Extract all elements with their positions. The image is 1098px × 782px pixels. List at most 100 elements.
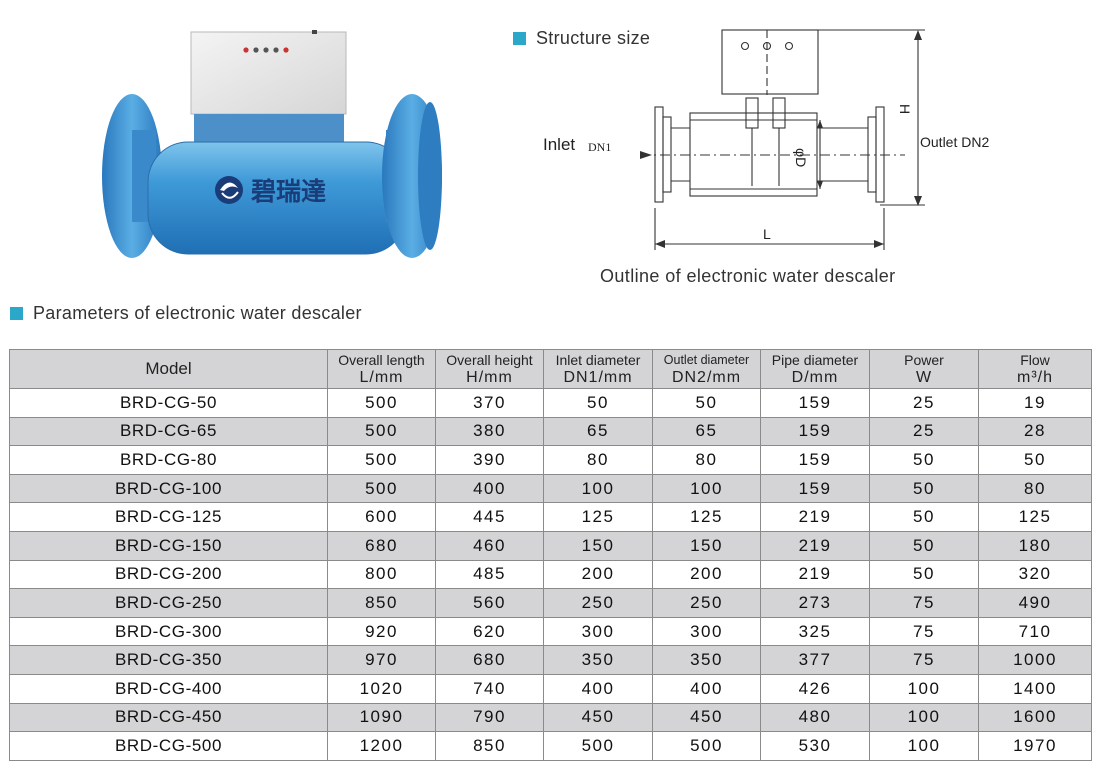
- outlet-label: Outlet DN2: [920, 134, 989, 150]
- product-image: 碧瑞達: [102, 30, 442, 258]
- cell-power: 100: [869, 702, 979, 733]
- cell-pipe: 377: [760, 645, 870, 675]
- cell-pipe: 530: [760, 731, 870, 761]
- cell-flow: 1600: [978, 702, 1092, 733]
- cell-pipe: 219: [760, 559, 870, 590]
- inlet-label: Inlet: [543, 135, 575, 154]
- cell-inlet: 450: [543, 702, 653, 733]
- cell-inlet: 80: [543, 445, 653, 475]
- cell-power: 50: [869, 445, 979, 475]
- cell-inlet: 350: [543, 645, 653, 675]
- cell-outlet: 125: [652, 502, 761, 532]
- structure-heading-text: Structure size: [536, 28, 651, 48]
- cell-outlet: 450: [652, 702, 761, 733]
- cell-height: 620: [435, 616, 544, 647]
- pipe-body: [102, 94, 442, 258]
- cell-length: 500: [327, 473, 436, 504]
- cell-pipe: 159: [760, 445, 870, 475]
- structure-diagram: Inlet DN1 Outlet DN2 H φD L: [543, 29, 989, 250]
- cell-model: BRD-CG-400: [9, 673, 328, 704]
- cell-height: 390: [435, 445, 544, 475]
- cell-flow: 320: [978, 559, 1092, 590]
- cell-model: BRD-CG-300: [9, 616, 328, 647]
- cell-power: 50: [869, 502, 979, 532]
- cell-height: 460: [435, 530, 544, 561]
- bullet-square-icon: [513, 32, 526, 45]
- cell-model: BRD-CG-200: [9, 559, 328, 590]
- cell-inlet: 100: [543, 473, 653, 504]
- parameters-heading: Parameters of electronic water descaler: [10, 303, 362, 324]
- cell-flow: 50: [978, 445, 1092, 475]
- cell-length: 600: [327, 502, 436, 532]
- cell-outlet: 100: [652, 473, 761, 504]
- cell-length: 500: [327, 416, 436, 447]
- cell-power: 75: [869, 645, 979, 675]
- cell-model: BRD-CG-150: [9, 530, 328, 561]
- cell-flow: 710: [978, 616, 1092, 647]
- cell-flow: 28: [978, 416, 1092, 447]
- cell-model: BRD-CG-250: [9, 588, 328, 618]
- cell-outlet: 250: [652, 588, 761, 618]
- cell-outlet: 500: [652, 731, 761, 761]
- cell-flow: 19: [978, 388, 1092, 418]
- cell-power: 75: [869, 616, 979, 647]
- cell-flow: 1970: [978, 731, 1092, 761]
- cell-inlet: 500: [543, 731, 653, 761]
- cell-height: 740: [435, 673, 544, 704]
- cell-inlet: 250: [543, 588, 653, 618]
- cell-length: 680: [327, 530, 436, 561]
- cell-model: BRD-CG-50: [9, 388, 328, 418]
- header-model: Model: [9, 349, 328, 389]
- inlet-dn-label: DN1: [588, 140, 611, 154]
- cell-flow: 1400: [978, 673, 1092, 704]
- length-label: L: [763, 226, 771, 242]
- cell-length: 970: [327, 645, 436, 675]
- control-box: [190, 30, 347, 150]
- cell-inlet: 125: [543, 502, 653, 532]
- cell-length: 1020: [327, 673, 436, 704]
- cell-outlet: 400: [652, 673, 761, 704]
- cell-model: BRD-CG-65: [9, 416, 328, 447]
- brand-logo: [215, 176, 243, 204]
- cell-inlet: 50: [543, 388, 653, 418]
- cell-outlet: 150: [652, 530, 761, 561]
- cell-flow: 1000: [978, 645, 1092, 675]
- cell-power: 100: [869, 673, 979, 704]
- cell-model: BRD-CG-100: [9, 473, 328, 504]
- cell-model: BRD-CG-350: [9, 645, 328, 675]
- cell-height: 560: [435, 588, 544, 618]
- cell-height: 485: [435, 559, 544, 590]
- cell-flow: 180: [978, 530, 1092, 561]
- cell-outlet: 80: [652, 445, 761, 475]
- cell-model: BRD-CG-450: [9, 702, 328, 733]
- cell-height: 380: [435, 416, 544, 447]
- brand-text: 碧瑞達: [250, 177, 326, 206]
- cell-height: 445: [435, 502, 544, 532]
- cell-power: 50: [869, 559, 979, 590]
- cell-outlet: 300: [652, 616, 761, 647]
- cell-power: 25: [869, 416, 979, 447]
- cell-height: 680: [435, 645, 544, 675]
- cell-power: 100: [869, 731, 979, 761]
- cell-outlet: 350: [652, 645, 761, 675]
- cell-power: 50: [869, 473, 979, 504]
- cell-outlet: 65: [652, 416, 761, 447]
- cell-pipe: 159: [760, 416, 870, 447]
- cell-length: 800: [327, 559, 436, 590]
- cell-length: 500: [327, 388, 436, 418]
- cell-length: 500: [327, 445, 436, 475]
- cell-length: 850: [327, 588, 436, 618]
